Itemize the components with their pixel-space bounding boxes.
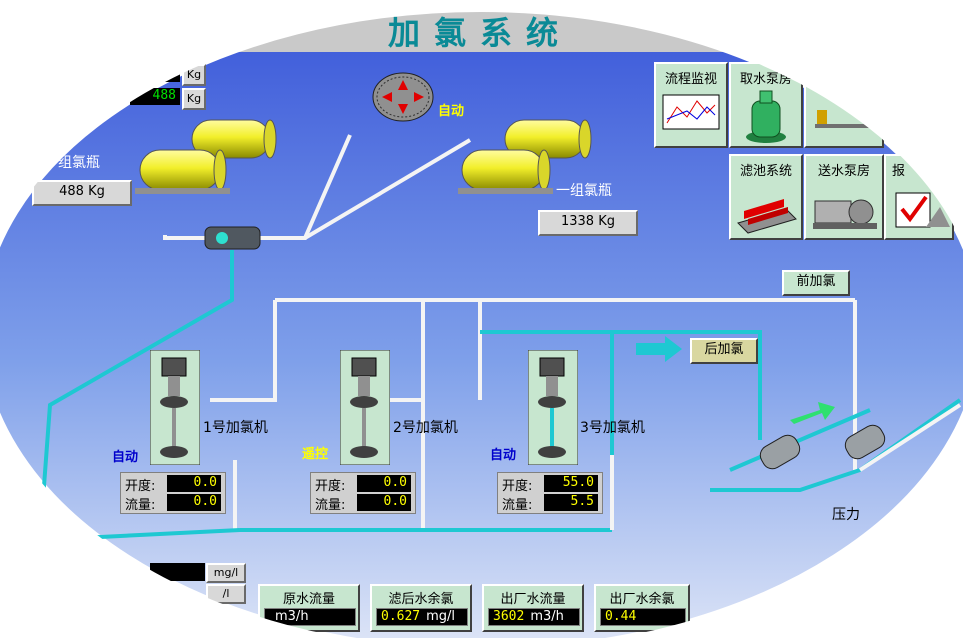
- group2-weight-box: 488 Kg: [32, 180, 132, 206]
- topleft-weight: 488: [130, 88, 180, 105]
- nav-label: 送水泵房: [817, 164, 870, 179]
- topleft-lcd: [130, 62, 180, 82]
- report-icon: [895, 192, 950, 228]
- chlorinator-2-mode: 遥控: [302, 447, 329, 462]
- left-reading-unit-2: /l: [206, 584, 246, 604]
- chlorinator-2-flow: 0.0: [357, 494, 411, 511]
- group2-unit: Kg: [88, 184, 105, 199]
- group1-label: 一组氯瓶: [556, 183, 612, 199]
- nav-machine[interactable]: [804, 62, 884, 148]
- panel-label: 滤后水余氯: [388, 592, 454, 607]
- chlorinator-1-readout: 开度: 0.0 流量: 0.0: [120, 472, 226, 514]
- chlorinator-3-icon[interactable]: [528, 350, 578, 465]
- group1-unit: Kg: [598, 214, 615, 229]
- chlorinator-3-flow: 5.5: [544, 494, 598, 511]
- filter-icon: [737, 199, 797, 234]
- chlorinator-3-name: 3号加氯机: [580, 420, 645, 436]
- pre-chlorination-button[interactable]: 前加氯: [782, 270, 850, 296]
- chlorinator-2-name: 2号加氯机: [393, 420, 458, 436]
- nav-label: 报: [892, 164, 906, 179]
- left-reading-lcd: [150, 563, 205, 581]
- chlorinator-2-readout: 开度: 0.0 流量: 0.0: [310, 472, 416, 514]
- flow-label: 流量:: [315, 498, 346, 513]
- chlorinator-3-opening: 55.0: [544, 475, 598, 492]
- flow-label: 流量:: [125, 498, 156, 513]
- nav-label: 滤池系统: [739, 164, 792, 179]
- opening-label: 开度:: [315, 479, 346, 494]
- chlorinator-3-readout: 开度: 55.0 流量: 5.5: [497, 472, 603, 514]
- machine-icon: [815, 110, 875, 128]
- post-chlorination-button[interactable]: 后加氯: [690, 338, 758, 364]
- panel-label: 原水流量: [282, 592, 335, 607]
- pressure-label: 压力: [832, 507, 860, 523]
- nav-label: 流程监视: [664, 72, 717, 87]
- panel-label: 出厂水余氯: [609, 592, 675, 607]
- nav-supply-pump[interactable]: 送水泵房: [804, 154, 884, 240]
- nav-intake-pump[interactable]: 取水泵房: [729, 62, 803, 148]
- outlet-chlorine-panel: 出厂水余氯 0.44: [594, 584, 690, 632]
- chlorinator-1-flow: 0.0: [167, 494, 221, 511]
- flow-label: 流量:: [502, 498, 533, 513]
- group2-weight: 488: [59, 184, 84, 199]
- nav-filter-system[interactable]: 滤池系统: [729, 154, 803, 240]
- group1-weight-box: 1338 Kg: [538, 210, 638, 236]
- nav-process-monitor[interactable]: 流程监视: [654, 62, 728, 148]
- opening-label: 开度:: [125, 479, 156, 494]
- chlorinator-3-mode: 自动: [490, 448, 517, 463]
- monitor-icon: [662, 94, 720, 130]
- chlorinator-1-mode: 自动: [112, 450, 139, 465]
- pump-motor-icon: [813, 199, 877, 229]
- fan-icon[interactable]: [372, 72, 434, 122]
- nav-report[interactable]: 报: [884, 154, 954, 240]
- panel-label: 出厂水流量: [500, 592, 566, 607]
- opening-label: 开度:: [502, 479, 533, 494]
- group1-weight: 1338: [560, 214, 595, 229]
- chlorinator-1-name: 1号加氯机: [203, 420, 268, 436]
- chlorinator-1-icon[interactable]: [150, 350, 200, 465]
- group2-label: 组氯瓶: [58, 155, 100, 171]
- topleft-unit-2: Kg: [182, 88, 206, 110]
- raw-water-flow-value: m3/h: [264, 608, 356, 626]
- topleft-unit-1: Kg: [182, 64, 206, 86]
- page-title: 加氯系统: [387, 14, 572, 52]
- pump-icon: [746, 90, 786, 143]
- chlorinator-1-opening: 0.0: [167, 475, 221, 492]
- fan-status: 自动: [438, 104, 465, 119]
- chlorinator-2-opening: 0.0: [357, 475, 411, 492]
- chlorinator-2-icon[interactable]: [340, 350, 390, 465]
- nav-label: 取水泵房: [739, 72, 792, 87]
- raw-water-flow-panel: 原水流量 m3/h: [258, 584, 360, 632]
- outlet-chlorine-value: 0.44: [600, 608, 686, 626]
- left-reading-unit-1: mg/l: [206, 563, 246, 583]
